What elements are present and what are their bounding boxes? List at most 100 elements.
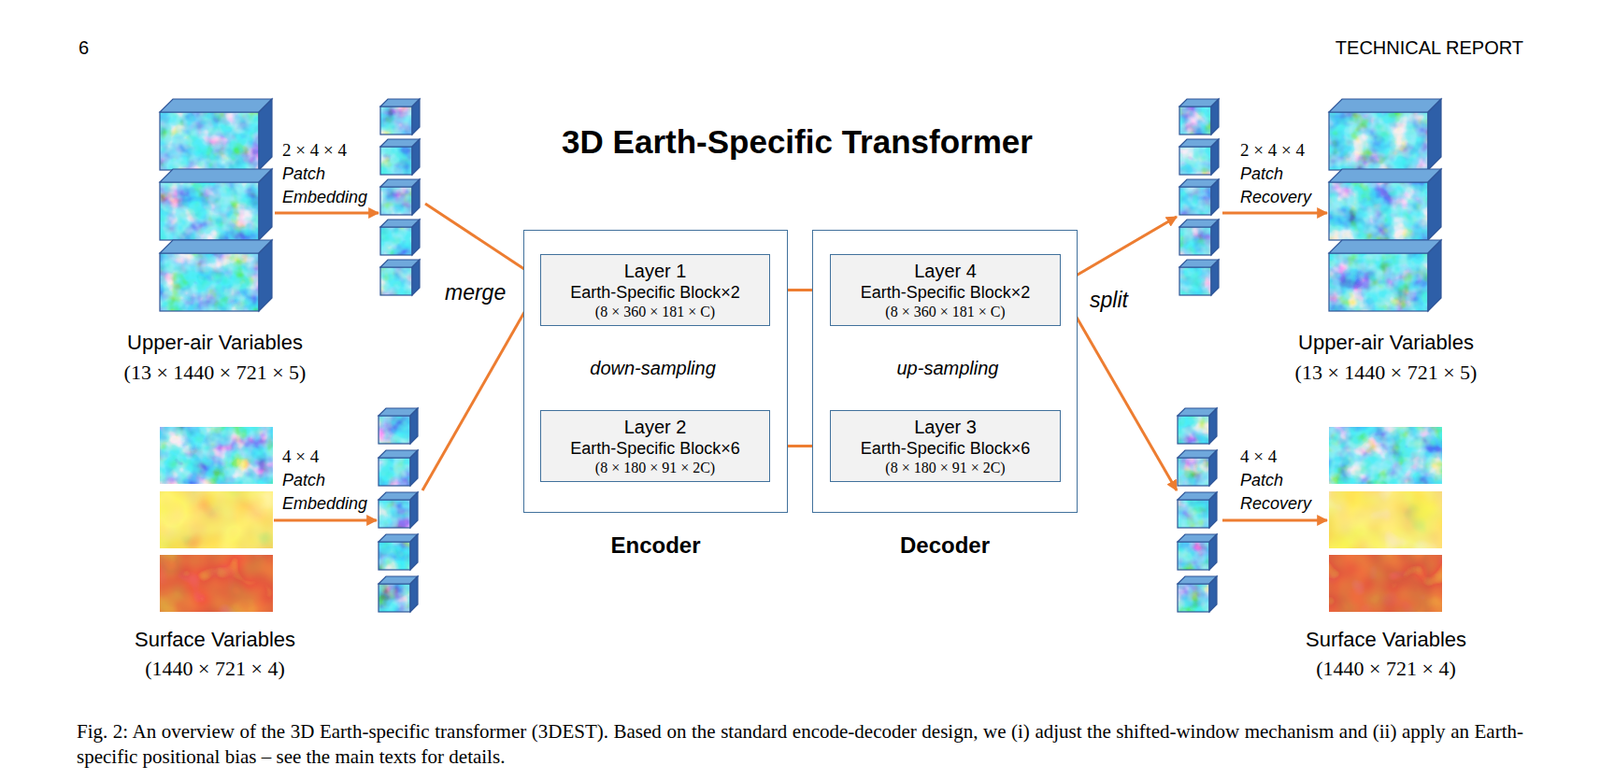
layer-title: Layer 1 [624, 259, 687, 283]
step-name: Patch Embedding [282, 469, 368, 516]
cube-edge [159, 112, 259, 171]
cube-side [410, 408, 418, 444]
cube-edge [1328, 253, 1429, 312]
cube-edge [378, 500, 411, 529]
cube-edge [1177, 584, 1210, 613]
cube-side [1209, 534, 1217, 571]
cube-top [159, 240, 272, 254]
data-cube-front [1179, 186, 1212, 215]
cube-side [1209, 408, 1217, 444]
split-arrow [1061, 216, 1177, 285]
cube-top [1328, 240, 1442, 254]
data-cube-front [378, 415, 411, 444]
data-cube-front [378, 584, 411, 613]
cube-edge [1328, 182, 1429, 241]
cube-edge [1179, 227, 1212, 256]
data-cube-front [1177, 415, 1210, 444]
edge-label: up-sampling [893, 357, 1001, 380]
tensor-shape: (1440 × 721 × 4) [1315, 657, 1456, 682]
layer-box: Layer 3Earth-Specific Block×6(8 × 180 × … [829, 410, 1061, 483]
cube-side [258, 99, 272, 171]
cube-side [1211, 179, 1219, 215]
cube-side [1209, 576, 1217, 613]
cube-edge [380, 106, 413, 135]
data-cube-front [1328, 112, 1429, 171]
data-cube-front [1328, 253, 1429, 312]
patch-size: 2 × 4 × 4 [282, 140, 347, 161]
edge-label: down-sampling [586, 357, 719, 380]
tensor-shape: (1440 × 721 × 4) [144, 657, 285, 682]
data-map [1328, 491, 1443, 549]
data-cube-front [378, 457, 411, 486]
cube-edge [159, 253, 259, 312]
data-cube-front [380, 186, 413, 215]
embed-arrow [273, 519, 377, 523]
layer-box: Layer 2Earth-Specific Block×6(8 × 180 × … [540, 410, 771, 483]
patch-size: 4 × 4 [1240, 446, 1277, 468]
cube-side [412, 99, 420, 135]
embed-arrow [274, 212, 379, 215]
data-map [159, 427, 273, 485]
cube-edge [1179, 186, 1212, 215]
variable-group: Upper-air Variables [127, 330, 303, 356]
data-cube-front [380, 106, 413, 135]
data-cube-front [1177, 500, 1210, 529]
data-map [159, 555, 273, 613]
data-cube-front [159, 182, 259, 241]
cube-edge [1179, 146, 1212, 175]
cube-side [1211, 139, 1219, 175]
cube-edge [1328, 112, 1429, 171]
data-cube-front [1328, 182, 1429, 241]
cube-top [159, 99, 272, 113]
block-count: Earth-Specific Block×2 [860, 282, 1031, 303]
cube-side [410, 576, 418, 613]
layer-box: Layer 1Earth-Specific Block×2(8 × 360 × … [540, 254, 771, 327]
data-cube-front [380, 227, 413, 256]
section-heading: Decoder [900, 532, 990, 559]
cube-edge [1177, 500, 1210, 529]
data-cube-front [1177, 542, 1210, 571]
cube-top [1328, 99, 1442, 113]
cube-edge [378, 415, 411, 444]
cube-side [258, 240, 272, 312]
cube-side [410, 450, 418, 486]
tensor-shape: (8 × 180 × 91 × 2C) [595, 458, 715, 478]
cube-top [159, 169, 272, 183]
tensor-shape: (13 × 1440 × 721 × 5) [1295, 360, 1478, 386]
tensor-shape: (13 × 1440 × 721 × 5) [124, 360, 307, 386]
cube-side [1211, 99, 1219, 135]
data-cube-front [378, 500, 411, 529]
cube-side [1211, 259, 1219, 296]
cube-edge [380, 146, 413, 175]
cube-side [1209, 492, 1217, 529]
cube-edge [378, 542, 411, 571]
cube-edge [1177, 415, 1210, 444]
data-map [1328, 427, 1443, 485]
cube-edge [378, 584, 411, 613]
block-count: Earth-Specific Block×6 [860, 438, 1031, 459]
block-count: Earth-Specific Block×6 [570, 438, 741, 459]
diagram-title: 3D Earth-Specific Transformer [561, 123, 1033, 161]
step-name: Patch Embedding [282, 162, 368, 210]
figure-caption: Fig. 2: An overview of the 3D Earth-spec… [76, 719, 1524, 771]
data-cube-front [159, 253, 259, 312]
cube-side [258, 169, 272, 241]
data-cube-front [1179, 227, 1212, 256]
tensor-shape: (8 × 180 × 91 × 2C) [885, 458, 1005, 478]
variable-group: Upper-air Variables [1298, 330, 1474, 356]
data-map [159, 491, 273, 549]
running-header: TECHNICAL REPORT [1335, 37, 1524, 59]
data-cube-front [380, 146, 413, 175]
cube-edge [378, 457, 411, 486]
tensor-shape: (8 × 360 × 181 × C) [595, 302, 715, 322]
patch-size: 2 × 4 × 4 [1240, 140, 1305, 161]
block-count: Earth-Specific Block×2 [570, 282, 741, 303]
cube-edge [1177, 542, 1210, 571]
step-name: Patch Recovery [1240, 469, 1312, 516]
cube-side [1428, 99, 1442, 171]
split-label: split [1089, 287, 1129, 314]
merge-arrow [422, 287, 539, 491]
layer-title: Layer 4 [914, 259, 977, 283]
data-cube-front [1177, 584, 1210, 613]
data-cube-front [1179, 267, 1212, 296]
